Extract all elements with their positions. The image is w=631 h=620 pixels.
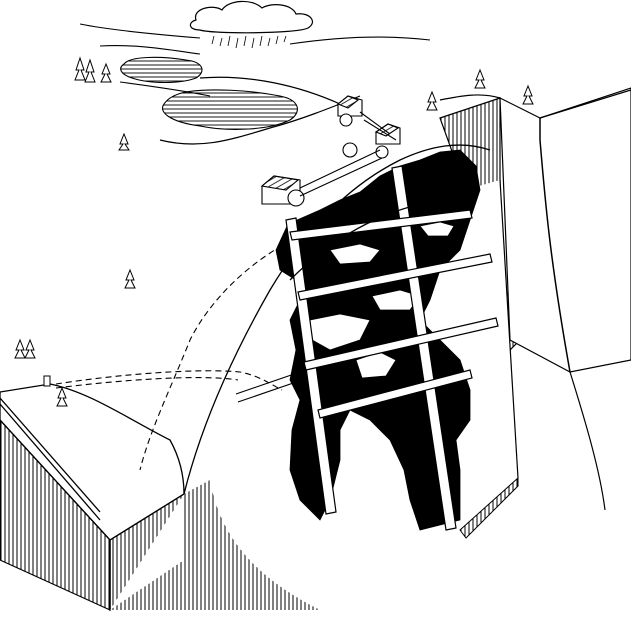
surface-marker (44, 376, 50, 386)
lake-lower (163, 90, 298, 129)
lake-upper (121, 57, 202, 82)
cloud-icon (190, 1, 312, 32)
rain-icon (212, 36, 286, 48)
